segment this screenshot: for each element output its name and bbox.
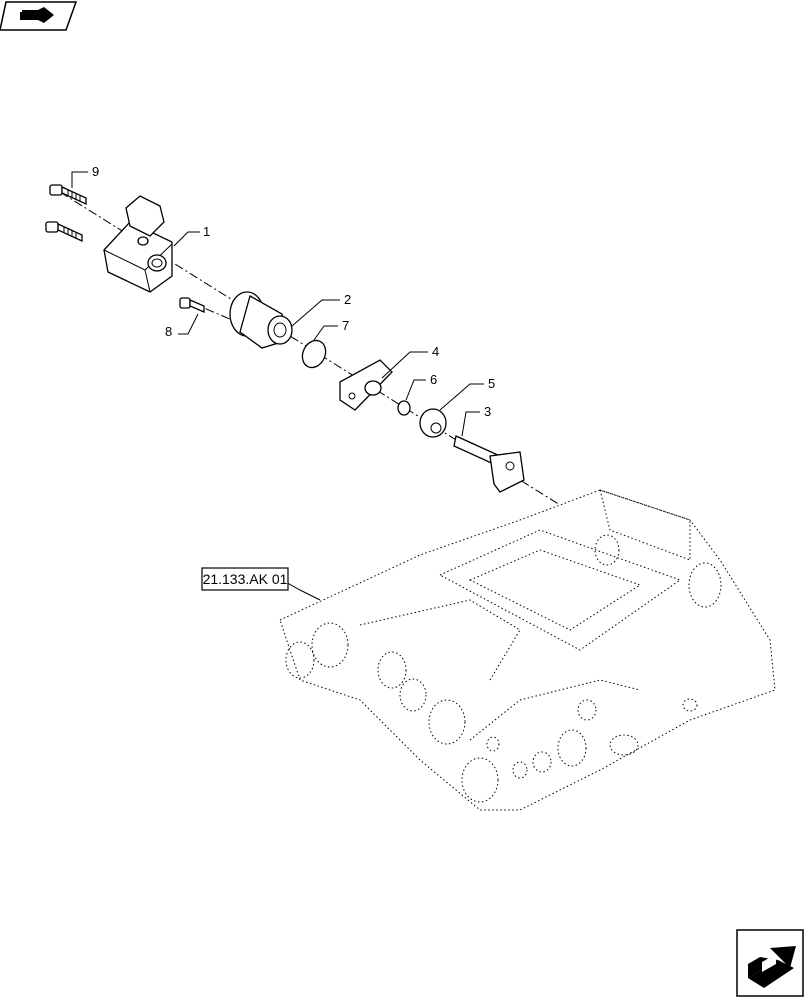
prev-page-button[interactable] [0, 1, 78, 31]
reference-link[interactable]: 21.133.AK 01 [201, 567, 289, 591]
part-7-o-ring [301, 339, 327, 369]
previous-page-arrow-icon [20, 7, 54, 23]
callout-1: 1 [203, 224, 210, 239]
part-4-plate [339, 359, 393, 411]
part-2-sleeve [229, 291, 293, 349]
callout-9: 9 [92, 164, 99, 179]
part-6-snap-ring [397, 400, 411, 416]
part-3-lever [453, 435, 525, 493]
callout-7: 7 [342, 318, 349, 333]
part-5-washer [419, 408, 447, 438]
part-9-bolts [45, 184, 87, 243]
callout-8: 8 [165, 324, 172, 339]
callout-2: 2 [344, 292, 351, 307]
callout-6: 6 [430, 372, 437, 387]
callout-5: 5 [488, 376, 495, 391]
part-8-bolt [179, 297, 205, 313]
part-1-valve-body [103, 195, 173, 293]
next-page-arrow-icon [748, 946, 796, 988]
reference-label: 21.133.AK 01 [203, 571, 288, 587]
nav-frame-bottom [736, 929, 804, 997]
callout-4: 4 [432, 344, 439, 359]
next-page-button[interactable] [736, 929, 804, 997]
leader-lines [71, 171, 484, 601]
callout-3: 3 [484, 404, 491, 419]
hydraulic-housing [279, 489, 776, 811]
reference-box [201, 567, 289, 591]
